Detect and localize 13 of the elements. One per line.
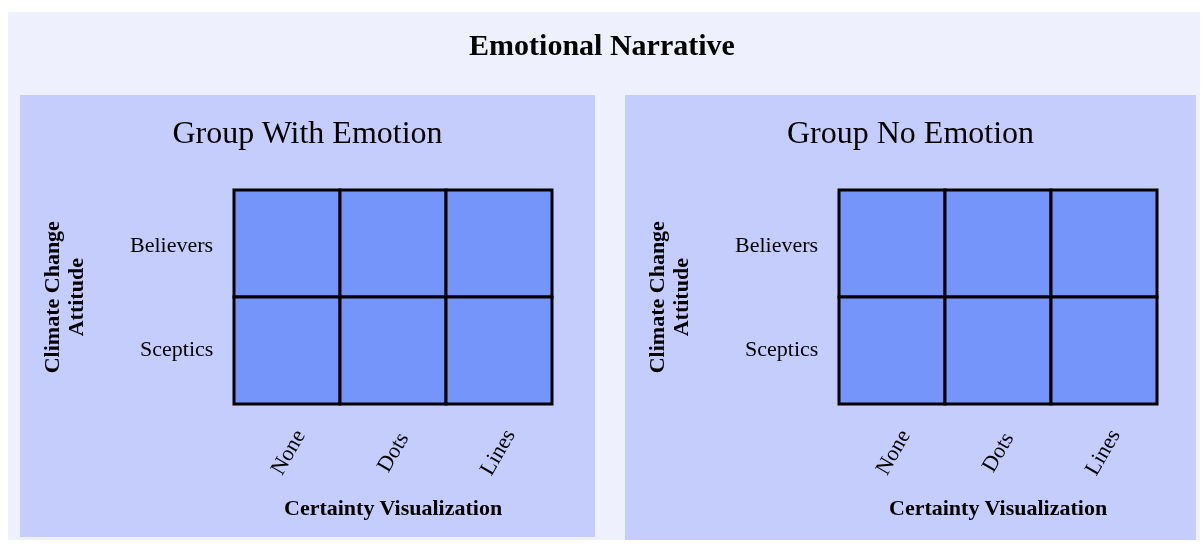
panel-heading: Group No Emotion — [785, 115, 1036, 151]
diagram-title: Emotional Narrative — [468, 28, 736, 62]
row-label: Believers — [735, 233, 819, 258]
axis-title: Climate Change Attitude — [644, 220, 694, 376]
panel — [625, 95, 1196, 540]
row-label: Sceptics — [140, 337, 214, 362]
panel-heading: Group With Emotion — [171, 115, 444, 151]
row-label: Sceptics — [745, 337, 819, 362]
axis-title: Certainty Visualization — [889, 496, 1108, 521]
axis-title: Climate Change Attitude — [39, 220, 89, 376]
axis-title: Certainty Visualization — [284, 496, 503, 521]
panel — [20, 95, 595, 537]
row-label: Believers — [130, 233, 214, 258]
